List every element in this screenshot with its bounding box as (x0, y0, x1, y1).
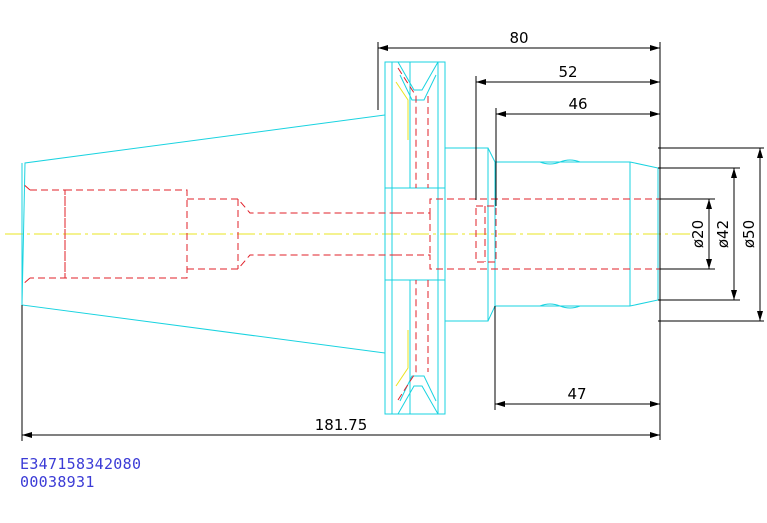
holder-head (444, 147, 659, 322)
dim-80: 80 (377, 29, 661, 440)
dim-dia-50: ø50 (658, 147, 764, 322)
dim-dia-20-label: ø20 (689, 220, 707, 248)
dim-dia-50-label: ø50 (740, 220, 758, 248)
part-code: E347158342080 (20, 455, 142, 473)
dim-dia-20: ø20 (660, 198, 715, 270)
dim-47: 47 (494, 306, 660, 410)
flange-keyway-lines (395, 81, 409, 387)
dim-80-label: 80 (509, 29, 528, 47)
dim-47-label: 47 (567, 385, 586, 403)
dim-181-75: 181.75 (21, 305, 660, 441)
dim-52: 52 (475, 63, 660, 200)
dim-46-label: 46 (568, 95, 587, 113)
hidden-bore-lines (21, 67, 660, 401)
dim-46: 46 (495, 95, 660, 206)
dim-dia-42-label: ø42 (714, 220, 732, 248)
serial-code: 00038931 (20, 473, 95, 491)
dim-dia-42: ø42 (658, 167, 740, 301)
dim-52-label: 52 (558, 63, 577, 81)
dim-181-75-label: 181.75 (315, 416, 368, 434)
flange (384, 61, 446, 415)
